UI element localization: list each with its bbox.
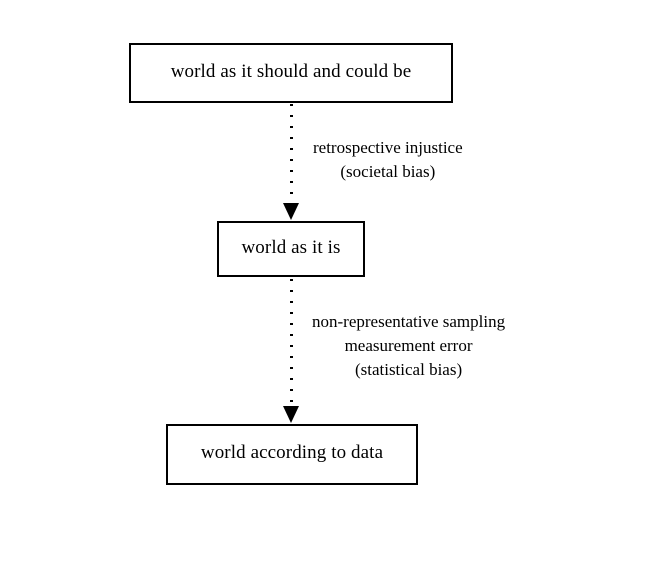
edge-label-statistical-bias: non-representative sampling measurement … <box>312 310 505 382</box>
edge-label-statistical-line-1: non-representative sampling <box>312 312 506 331</box>
node-label-reality: world as it is <box>241 236 341 258</box>
edge-label-societal-line-2: (societal bias) <box>340 162 436 181</box>
edge-label-societal-bias: retrospective injustice (societal bias) <box>313 136 463 184</box>
connector-line-statistical-bias <box>290 279 293 406</box>
node-world-according-to-data[interactable]: world according to data <box>166 424 418 485</box>
connector-line-societal-bias <box>290 104 293 202</box>
node-label-aspiration: world as it should and could be <box>170 60 412 82</box>
edge-label-societal-line-1: retrospective injustice <box>313 138 463 157</box>
arrowhead-icon-statistical-bias <box>283 406 299 423</box>
node-world-as-it-should-and-could-be[interactable]: world as it should and could be <box>129 43 453 103</box>
node-world-as-it-is[interactable]: world as it is <box>217 221 365 277</box>
edge-label-statistical-line-3: (statistical bias) <box>354 360 463 379</box>
node-label-data: world according to data <box>200 441 384 463</box>
arrowhead-icon-societal-bias <box>283 203 299 220</box>
edge-label-statistical-line-2: measurement error <box>344 336 473 355</box>
